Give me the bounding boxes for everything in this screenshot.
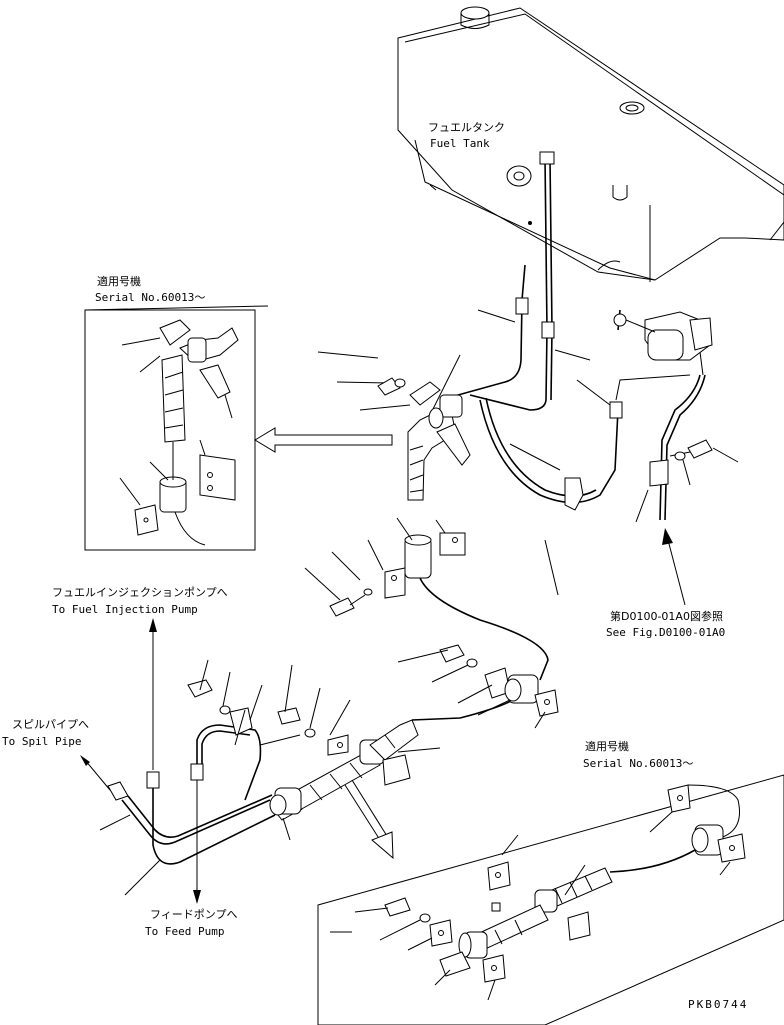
inset-upper-serial-en: Serial No.60013～ [95,291,205,304]
arrow-to-inset-lower [344,779,394,860]
fuel-tank-label-en: Fuel Tank [430,137,490,150]
inset-upper-left [84,305,269,551]
lower-left-routing [80,618,559,904]
injection-pump-label-en: To Fuel Injection Pump [52,603,198,616]
spill-pipe-label-en: To Spil Pipe [2,735,81,748]
center-hose-assembly [304,377,549,681]
feed-pump-label-en: To Feed Pump [145,925,224,938]
fuel-tank [397,6,784,282]
main-fuel-lines [439,151,691,511]
see-figure-callout [662,528,686,606]
shutoff-valve [613,311,713,521]
feed-pump-label-jp: フィードポンプへ [150,908,237,921]
injection-pump-label-jp: フュエルインジェクションポンプへ [52,586,228,599]
see-figure-label-jp: 第D0100-01A0図参照 [610,609,723,623]
fuel-tank-label-jp: フュエルタンク [428,121,505,134]
bolt-washer-right [669,439,739,486]
inset-lower-serial-jp: 適用号機 [585,739,629,753]
inset-upper-serial-jp: 適用号機 [97,274,141,288]
inset-lower-serial-en: Serial No.60013～ [583,757,693,770]
spill-pipe-label-jp: スピルパイプへ [12,718,89,731]
callout-lines-upper [317,309,649,596]
drawing-number: PKB0744 [688,998,748,1011]
inset-lower-right [317,774,784,1025]
see-figure-label-en: See Fig.D0100-01A0 [606,626,725,639]
arrow-to-inset-upper [254,427,393,453]
